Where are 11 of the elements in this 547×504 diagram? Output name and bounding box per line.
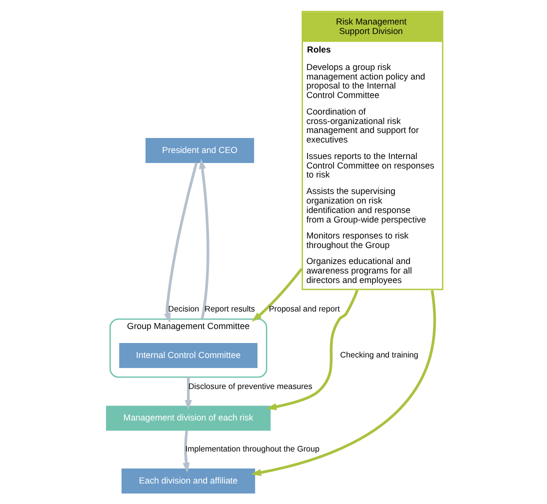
- arrow: [184, 377, 192, 410]
- arrow: [266, 290, 358, 410]
- node-box: President and CEO: [145, 138, 254, 163]
- arrow: [251, 268, 302, 322]
- arrow: [250, 290, 436, 476]
- arrow: [198, 158, 209, 320]
- node-box: Internal Control Committee: [118, 343, 257, 368]
- arrow: [182, 430, 190, 473]
- node-box: Each division and affiliate: [121, 468, 255, 494]
- node-box: Management division of each risk: [106, 406, 270, 431]
- arrow: [163, 162, 198, 324]
